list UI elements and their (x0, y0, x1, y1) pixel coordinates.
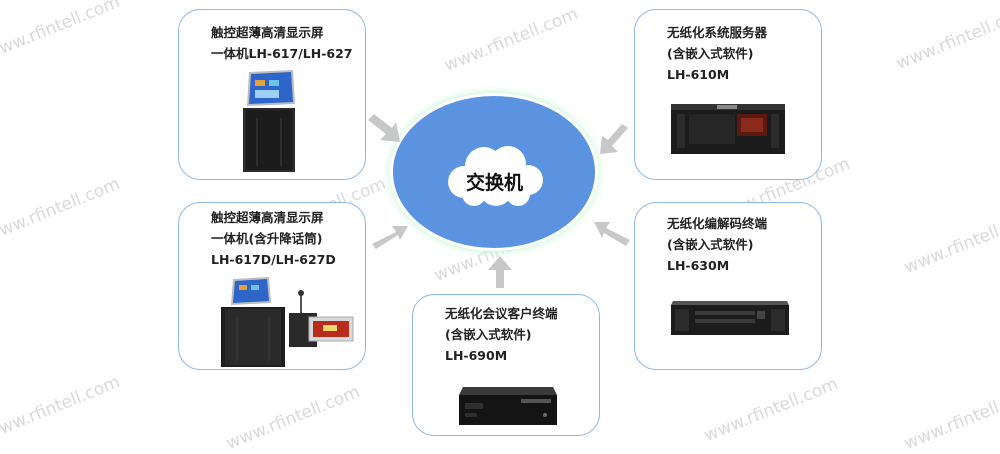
device-card-lh610m: 无纸化系统服务器 (含嵌入式软件) LH-610M (634, 9, 822, 180)
server-image (671, 104, 785, 154)
switch-node: 交换机 (378, 82, 610, 262)
client-terminal-image (459, 387, 557, 425)
watermark: www.rfintell.com (0, 174, 123, 246)
arrow-icon (368, 114, 400, 142)
display-terminal-image (243, 70, 295, 172)
device-label: 触控超薄高清显示屏 一体机(含升降话筒) LH-617D/LH-627D (211, 210, 336, 267)
watermark: www.rfintell.com (0, 0, 123, 64)
watermark: www.rfintell.com (701, 374, 841, 446)
device-label: 触控超薄高清显示屏 一体机LH-617/LH-627 (211, 25, 353, 61)
device-card-lh630m: 无纸化编解码终端 (含嵌入式软件) LH-630M (634, 202, 822, 370)
device-label: 无纸化编解码终端 (含嵌入式软件) LH-630M (667, 216, 768, 273)
device-card-lh617: 触控超薄高清显示屏 一体机LH-617/LH-627 (178, 9, 366, 180)
watermark: www.rfintell.com (901, 382, 1000, 454)
cloud-icon (448, 146, 543, 206)
arrow-icon (594, 222, 630, 246)
watermark: www.rfintell.com (441, 4, 581, 76)
watermark: www.rfintell.com (223, 382, 363, 454)
switch-ellipse (380, 84, 608, 260)
watermark: www.rfintell.com (0, 372, 123, 444)
arrow-icon (600, 124, 628, 154)
device-card-lh690m: 无纸化会议客户终端 (含嵌入式软件) LH-690M (412, 294, 600, 436)
display-terminal-mic-image (221, 277, 354, 367)
watermark: www.rfintell.com (901, 206, 1000, 278)
arrow-icon (488, 256, 512, 288)
device-label: 无纸化会议客户终端 (含嵌入式软件) LH-690M (445, 306, 558, 363)
device-card-lh617d: 触控超薄高清显示屏 一体机(含升降话筒) LH-617D/LH-627D (178, 202, 366, 370)
codec-image (671, 301, 789, 335)
switch-label: 交换机 (466, 172, 524, 194)
arrow-icon (372, 226, 408, 249)
device-label: 无纸化系统服务器 (含嵌入式软件) LH-610M (667, 25, 768, 82)
watermark: www.rfintell.com (893, 2, 1000, 74)
